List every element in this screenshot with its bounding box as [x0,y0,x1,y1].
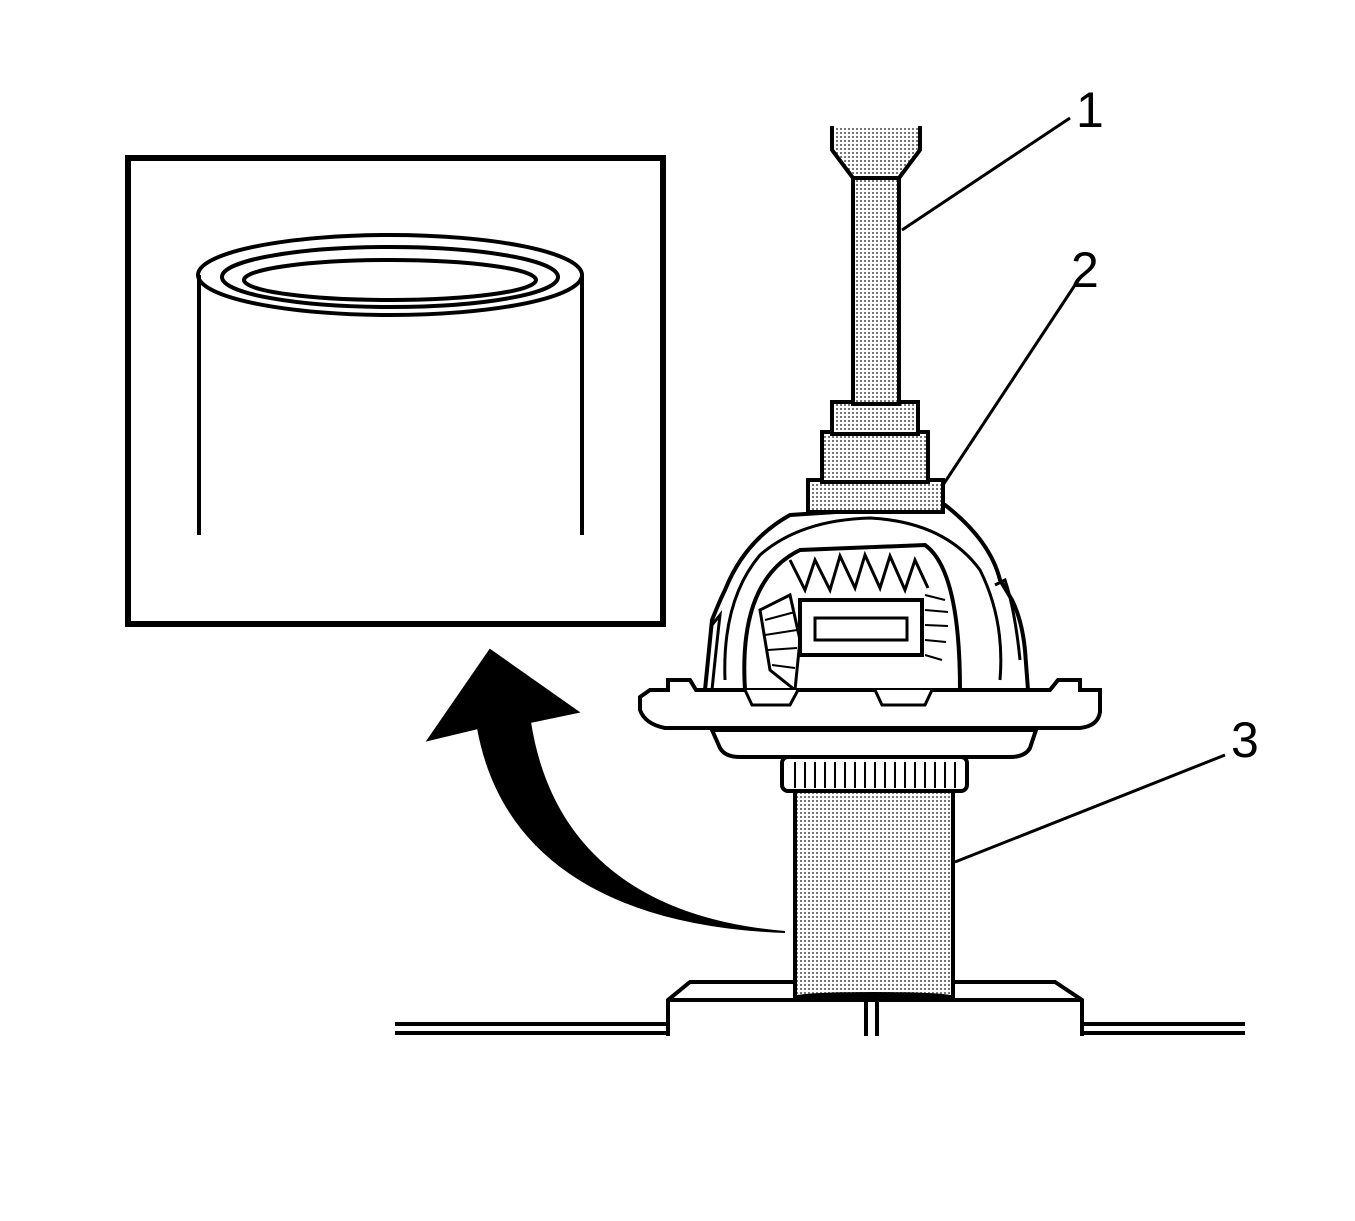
callout-3: 3 [1231,712,1259,768]
detail-inset [125,155,666,627]
leader-lines [901,116,1226,864]
callout-1: 1 [1076,82,1104,138]
curved-arrow-icon [425,648,786,933]
callout-2: 2 [1071,242,1099,298]
differential-case [638,502,1102,759]
bearing [780,755,969,793]
bearing-installer [806,400,945,514]
bearing-race-detail [196,233,584,535]
leader-line-2 [941,284,1077,486]
press-handle [830,126,922,406]
leader-line-3 [954,753,1226,864]
leader-line-1 [901,116,1071,232]
support-cylinder [793,783,955,1000]
